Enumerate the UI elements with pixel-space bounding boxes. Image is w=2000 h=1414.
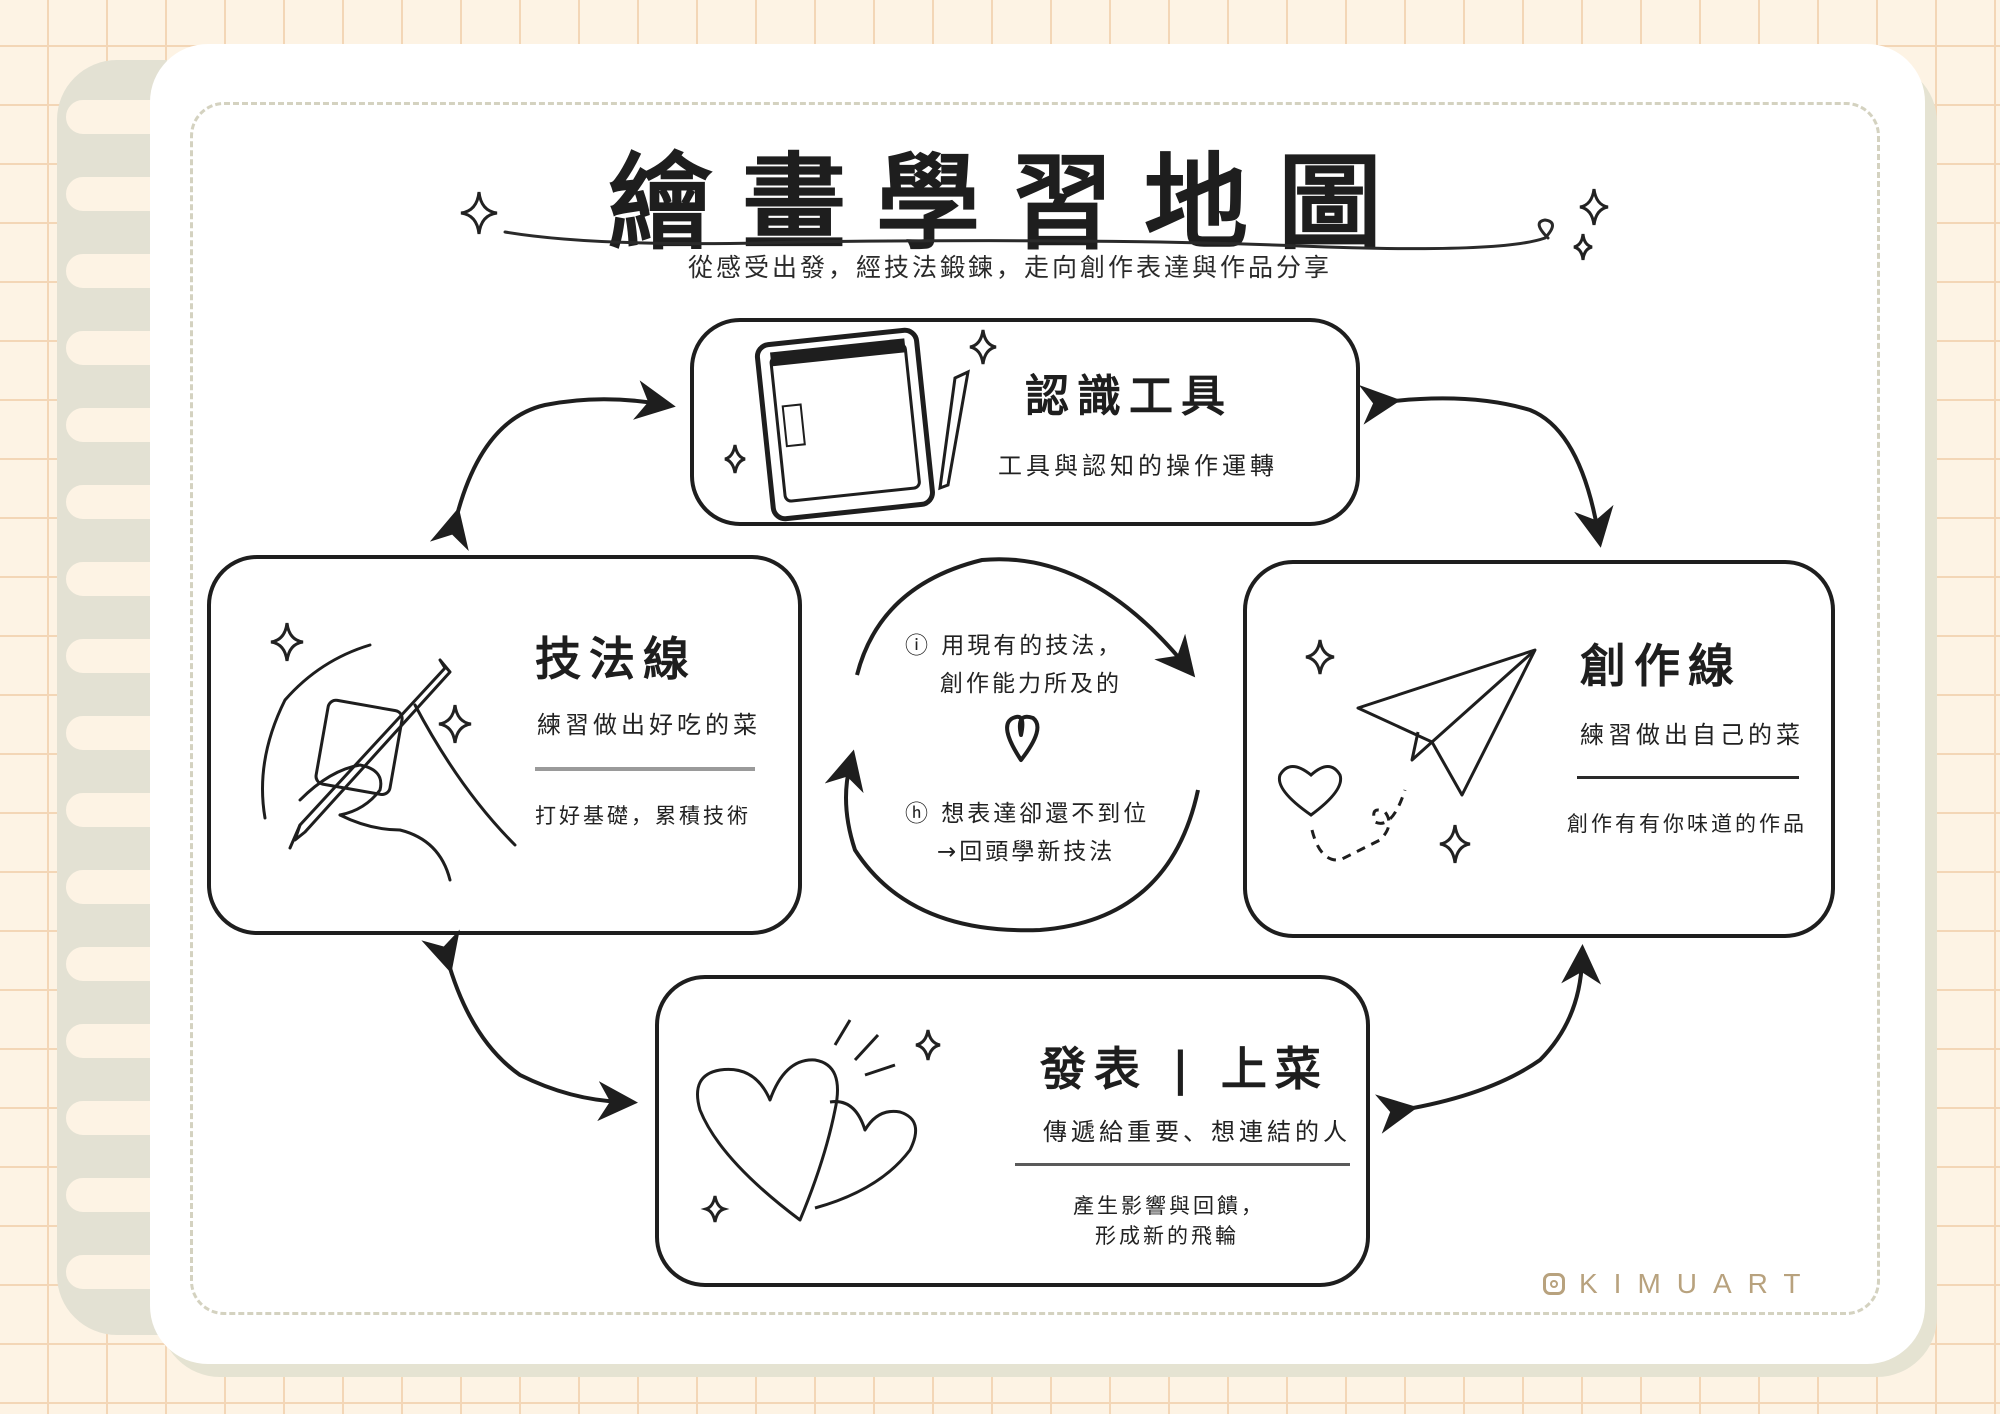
publish-desc: 傳遞給重要、想連結的人 xyxy=(1043,1118,1351,1146)
creation-divider xyxy=(1577,776,1799,779)
page xyxy=(150,44,1925,1364)
sparkle-icon xyxy=(1579,188,1609,226)
sparkle-icon xyxy=(724,444,746,474)
sparkle-icon xyxy=(1305,639,1335,675)
publish-note-line2: 形成新的飛輪 xyxy=(1095,1224,1239,1248)
instagram-icon xyxy=(1543,1273,1565,1295)
sparkle-icon xyxy=(915,1029,941,1061)
cycle-arrow-top xyxy=(855,557,1196,678)
dashed-trail xyxy=(1310,789,1407,862)
tablet-icon xyxy=(754,327,935,522)
page-subtitle: 從感受出發，經技法鍛鍊，走向創作表達與作品分享 xyxy=(687,253,1332,282)
publish-note-line1: 產生影響與回饋， xyxy=(1073,1194,1265,1218)
sparkle-icon xyxy=(460,191,498,235)
pen-icon xyxy=(938,369,970,491)
sparkle-icon xyxy=(270,622,304,662)
creation-note: 創作有有你味道的作品 xyxy=(1567,812,1807,836)
arrow-tools-creation xyxy=(1358,384,1614,548)
technique-note: 打好基礎，累積技術 xyxy=(535,804,751,828)
brand-name: KIMUART xyxy=(1579,1268,1817,1299)
creation-card xyxy=(1243,560,1835,938)
cycle-bottom-line2: →回頭學新技法 xyxy=(937,839,1116,865)
tools-title: 認識工具 xyxy=(1025,371,1233,422)
sparkle-icon xyxy=(700,1195,730,1223)
technique-title: 技法線 xyxy=(535,632,697,686)
brand-signature[interactable]: KIMUART xyxy=(1543,1268,1817,1300)
sparkle-icon xyxy=(438,704,472,744)
double-heart-icon xyxy=(696,1019,918,1222)
publish-divider xyxy=(1015,1163,1350,1166)
sparkle-icon xyxy=(969,329,997,365)
arrow-technique-tools xyxy=(429,380,676,552)
tools-card xyxy=(690,318,1360,526)
publish-title: 發表 | 上菜 xyxy=(1040,1042,1329,1096)
creation-title: 創作線 xyxy=(1580,639,1742,693)
heart-icon xyxy=(1005,714,1040,762)
tools-desc: 工具與認知的操作運轉 xyxy=(998,452,1278,480)
arrow-technique-publish xyxy=(421,929,638,1122)
title-underline xyxy=(503,218,1554,251)
heart-icon xyxy=(1277,765,1343,817)
cycle-top-line2: 創作能力所及的 xyxy=(940,671,1122,697)
dashed-frame xyxy=(190,102,1880,1315)
technique-desc: 練習做出好吃的菜 xyxy=(537,711,761,739)
cycle-top-line1: ⓘ 用現有的技法， xyxy=(905,633,1124,659)
sparkle-icon xyxy=(1439,824,1471,864)
hand-drawing-icon xyxy=(261,643,517,882)
paper-plane-icon xyxy=(1356,648,1537,797)
creation-desc: 練習做出自己的菜 xyxy=(1580,721,1804,749)
cycle-arrow-bottom xyxy=(824,749,1200,933)
publish-card xyxy=(655,975,1370,1287)
cycle-bottom-line1: ⓗ 想表達卻還不到位 xyxy=(905,801,1150,827)
arrow-creation-publish xyxy=(1374,944,1602,1134)
technique-divider xyxy=(535,767,755,771)
sparkle-icon xyxy=(1573,233,1593,261)
